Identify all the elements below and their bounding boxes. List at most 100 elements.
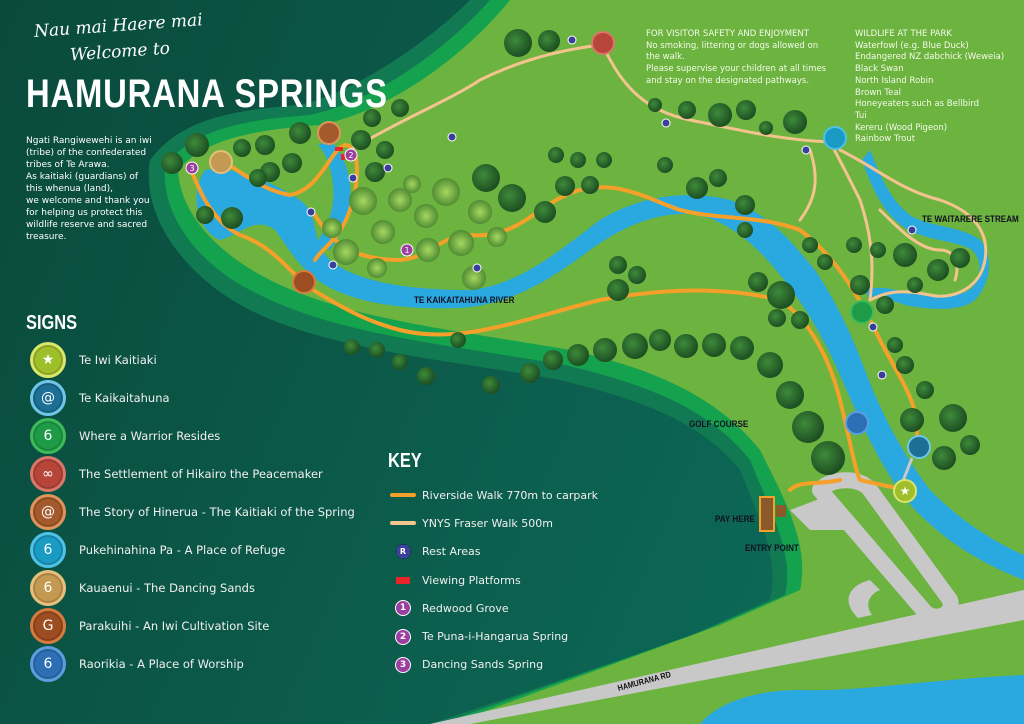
- key-label: Riverside Walk 770m to carpark: [422, 488, 599, 502]
- page-title: HAMURANA SPRINGS: [26, 72, 388, 116]
- te-waitarere-stream: [862, 150, 990, 309]
- sign-item: @ The Story of Hinerua - The Kaitiaki of …: [30, 493, 355, 531]
- intro-line: Ngati Rangiwewehi is an iwi: [26, 136, 152, 146]
- sign-label: The Settlement of Hikairo the Peacemaker: [79, 467, 323, 481]
- key-item: Viewing Platforms: [388, 566, 598, 594]
- hook-icon: 6: [30, 418, 66, 454]
- sign-label: Where a Warrior Resides: [79, 429, 221, 443]
- stream-label: TE WAITARERE STREAM: [922, 214, 1019, 225]
- sign-item: 6 Pukehinahina Pa - A Place of Refuge: [30, 531, 355, 569]
- viewing-platform-icon: [396, 576, 410, 584]
- sign-item: 6 Raorikia - A Place of Worship: [30, 645, 355, 683]
- spiral-icon: @: [30, 380, 66, 416]
- wildlife-item: North Island Robin: [855, 75, 934, 86]
- viewing-platform: [341, 154, 345, 160]
- safety-line: No smoking, littering or dogs allowed on: [646, 40, 819, 51]
- star-icon: ★: [30, 342, 66, 378]
- key-label: Redwood Grove: [422, 601, 509, 615]
- wildlife-item: Brown Teal: [855, 87, 901, 98]
- lake: [700, 675, 1024, 724]
- rest-area-markers: [306, 35, 917, 380]
- svg-text:★: ★: [900, 484, 911, 498]
- key-label: Rest Areas: [422, 545, 481, 559]
- key-item: R Rest Areas: [388, 538, 598, 566]
- knot-icon: ∞: [30, 456, 66, 492]
- drop-icon: 6: [30, 646, 66, 682]
- intro-line: wildlife reserve and sacred: [26, 220, 148, 230]
- intro-line: this whenua (land),: [26, 184, 113, 194]
- koru-icon: G: [30, 608, 66, 644]
- svg-text:2: 2: [348, 151, 353, 160]
- intro-line: (tribe) of the confederated: [26, 148, 147, 158]
- river-label: TE KAIKAITAHUNA RIVER: [414, 295, 515, 306]
- entry-point-label: ENTRY POINT: [745, 543, 799, 554]
- key-item: Riverside Walk 770m to carpark: [388, 481, 598, 509]
- trees: [161, 29, 980, 475]
- key-item: 1 Redwood Grove: [388, 594, 598, 622]
- sign-item: G Parakuihi - An Iwi Cultivation Site: [30, 607, 355, 645]
- intro-line: for helping us protect this: [26, 208, 143, 218]
- wildlife-item: Rainbow Trout: [855, 134, 916, 145]
- pay-here-label: PAY HERE: [715, 514, 755, 525]
- safety-line: Please supervise your children at all ti…: [646, 64, 827, 75]
- wildlife-item: Tui: [855, 110, 867, 121]
- golf-course-label: GOLF COURSE: [689, 419, 749, 430]
- fraser-walk-line-icon: [390, 521, 416, 526]
- sign-item: ★ Te Iwi Kaitiaki: [30, 341, 355, 379]
- pay-here-building: [759, 496, 775, 532]
- svg-text:1: 1: [404, 246, 409, 255]
- sign-label: Pukehinahina Pa - A Place of Refuge: [79, 543, 286, 557]
- sign-label: Te Kaikaitahuna: [79, 391, 170, 405]
- wildlife-item: Waterfowl (e.g. Blue Duck): [855, 40, 969, 51]
- rest-area-icon: R: [395, 544, 411, 560]
- sign-markers: ★: [209, 31, 931, 503]
- intro-text: Ngati Rangiwewehi is an iwi (tribe) of t…: [26, 135, 176, 243]
- number-2-icon: 2: [395, 628, 411, 645]
- wildlife-item: Black Swan: [855, 64, 904, 75]
- key-heading: KEY: [388, 450, 422, 472]
- key-label: Viewing Platforms: [422, 573, 521, 587]
- redwood-grove-trees: [322, 175, 507, 290]
- viewing-platform: [335, 147, 343, 151]
- swirl-icon: @: [30, 494, 66, 530]
- wildlife-item: Kereru (Wood Pigeon): [855, 122, 948, 133]
- sign-item: 6 Where a Warrior Resides: [30, 417, 355, 455]
- sign-label: Te Iwi Kaitiaki: [79, 353, 157, 367]
- sign-item: 6 Kauaenui - The Dancing Sands: [30, 569, 355, 607]
- key-label: Dancing Sands Spring: [422, 658, 544, 672]
- sign-label: Parakuihi - An Iwi Cultivation Site: [79, 619, 270, 633]
- sign-item: ∞ The Settlement of Hikairo the Peacemake…: [30, 455, 355, 493]
- key-label: Te Puna-i-Hangarua Spring: [422, 630, 569, 644]
- sign-label: Raorikia - A Place of Worship: [79, 657, 244, 671]
- sign-item: @ Te Kaikaitahuna: [30, 379, 355, 417]
- sign-label: Kauaenui - The Dancing Sands: [79, 581, 255, 595]
- intro-line: we welcome and thank you: [26, 196, 150, 206]
- map-key: Riverside Walk 770m to carpark YNYS Fras…: [388, 481, 598, 679]
- signs-heading: SIGNS: [26, 312, 78, 334]
- wildlife-item: Endangered NZ dabchick (Weweia): [855, 52, 1005, 63]
- safety-line: and stay on the designated pathways.: [646, 75, 810, 86]
- toilets: [776, 505, 786, 517]
- safety-heading: FOR VISITOR SAFETY AND ENJOYMENT: [646, 29, 809, 39]
- svg-text:3: 3: [189, 164, 194, 173]
- intro-line: tribes of Te Arawa.: [26, 160, 110, 170]
- numbered-markers: 1 2 3: [185, 148, 414, 257]
- manaia-icon: 6: [30, 532, 66, 568]
- signs-legend: ★ Te Iwi Kaitiaki @ Te Kaikaitahuna 6 Where…: [30, 341, 355, 683]
- safety-info: FOR VISITOR SAFETY AND ENJOYMENT No smok…: [646, 29, 826, 88]
- intro-line: As kaitiaki (guardians) of: [26, 172, 139, 182]
- number-1-icon: 1: [395, 600, 411, 617]
- key-item: YNYS Fraser Walk 500m: [388, 509, 598, 537]
- sign-label: The Story of Hinerua - The Kaitiaki of t…: [79, 505, 355, 519]
- wildlife-item: Honeyeaters such as Bellbird: [855, 99, 980, 110]
- key-item: 2 Te Puna-i-Hangarua Spring: [388, 622, 598, 650]
- riverside-walk-line-icon: [390, 493, 416, 498]
- flame-icon: 6: [30, 570, 66, 606]
- grass-area: [178, 0, 1024, 724]
- safety-line: the walk.: [646, 52, 685, 63]
- key-label: YNYS Fraser Walk 500m: [422, 516, 554, 530]
- wildlife-list: WILDLIFE AT THE PARK Waterfowl (e.g. Blu…: [855, 29, 1004, 146]
